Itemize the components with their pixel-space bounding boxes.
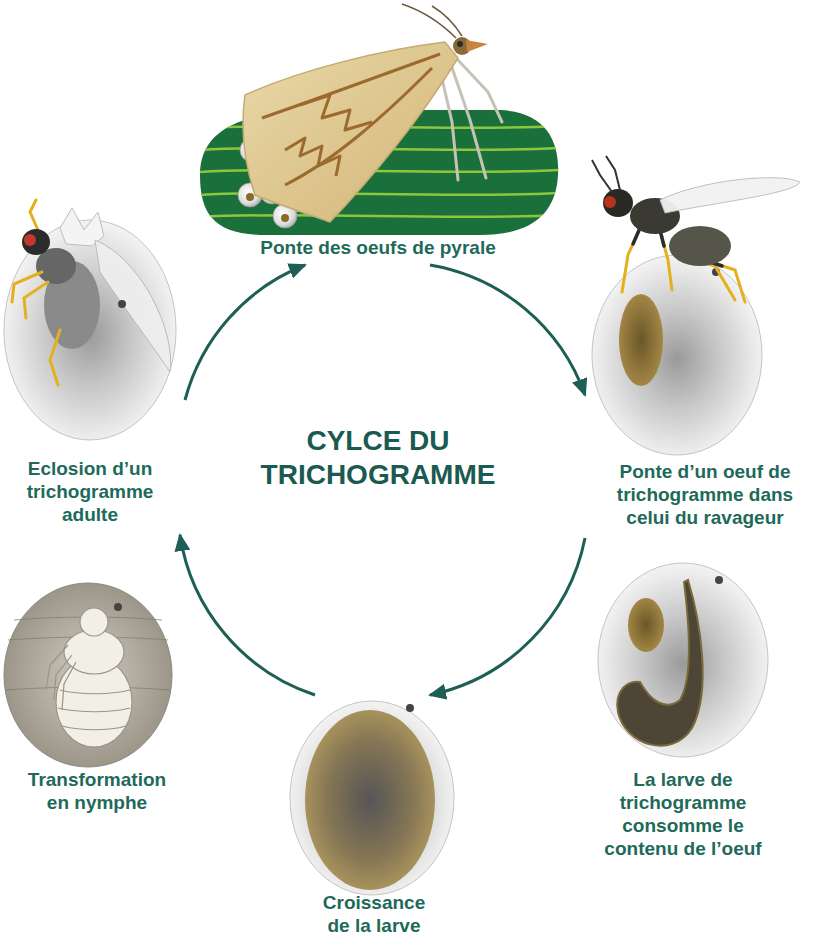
trichogramma-wasp-part: [660, 178, 800, 213]
parasitized-egg-part: [619, 294, 663, 386]
larva-egg-part: [628, 598, 664, 652]
moth-part: [440, 60, 502, 180]
moth-part-part: [458, 60, 502, 122]
pupa-egg-part: [46, 645, 130, 730]
stage-node: La larve de trichogramme consomme le con…: [585, 555, 805, 867]
moth: [243, 4, 502, 222]
moth-part-part: [285, 68, 432, 185]
emerging-adult-egg: [4, 200, 176, 440]
cycle-arrow: [430, 265, 585, 395]
trichogramma-wasp-part: [604, 196, 616, 208]
stage-label: Croissance de la larve: [304, 891, 444, 937]
parasitized-egg: [592, 255, 762, 455]
egg-cluster-part-part: [281, 214, 289, 222]
pupa-egg-part: [114, 603, 122, 611]
growing-larva-egg-part: [305, 710, 435, 890]
stage-label: Eclosion d’un trichogramme adulte: [5, 457, 175, 526]
larva-egg: [598, 563, 768, 757]
moth-part: [402, 4, 462, 38]
moth-part: [243, 42, 458, 222]
moth-part-part: [402, 4, 456, 38]
growing-larva-egg: [290, 701, 454, 895]
moth-part: [262, 54, 440, 185]
emerging-adult-egg-part: [4, 220, 176, 440]
title-box: CYLCE DU TRICHOGRAMME: [243, 424, 513, 492]
trichogramma-wasp-part-part: [606, 156, 620, 190]
pupa-egg-part-part: [60, 690, 130, 694]
pupa-egg-part-part: [62, 662, 76, 710]
pupa-egg-part: [4, 583, 172, 767]
pupa-egg-part-part: [62, 726, 126, 730]
stage-node: Ponte d’un oeuf de trichogramme dans cel…: [585, 170, 817, 538]
stage-label: Ponte d’un oeuf de trichogramme dans cel…: [593, 460, 817, 529]
cycle-arrow: [185, 265, 305, 400]
trichogramma-wasp-part: [592, 156, 620, 192]
cycle-arrow: [430, 538, 585, 695]
emerging-adult-egg-part: [24, 234, 36, 246]
pupa-egg-part-part: [58, 708, 130, 712]
emerging-adult-egg-part: [60, 208, 104, 246]
growing-larva-egg-part: [406, 704, 414, 712]
cycle-arrow: [180, 535, 315, 695]
moth-part-part: [300, 95, 372, 130]
trichogramma-wasp-part-part: [660, 230, 672, 290]
emerging-adult-egg-part-part: [24, 282, 48, 318]
larva-egg-part: [715, 576, 723, 584]
moth-part: [466, 40, 488, 52]
stage-node: Transformation en nymphe: [0, 580, 190, 820]
trichogramma-wasp-part-part: [633, 228, 640, 244]
emerging-adult-egg-part-part: [30, 200, 38, 230]
stage-node: Ponte des oeufs de pyrale: [195, 0, 565, 265]
stage-label: La larve de trichogramme consomme le con…: [587, 768, 779, 860]
stage-label: Ponte des oeufs de pyrale: [228, 236, 528, 259]
moth-part-part: [440, 70, 458, 180]
emerging-adult-egg-part: [95, 240, 171, 372]
stage-node: Croissance de la larve: [285, 695, 465, 945]
trichogramma-wasp-part: [603, 189, 633, 217]
larva-egg-part: [617, 580, 702, 746]
trichogramma-wasp: [592, 156, 800, 302]
moth-part: [457, 41, 463, 47]
diagram-title: CYLCE DU TRICHOGRAMME: [243, 424, 513, 492]
emerging-adult-egg-part: [118, 300, 126, 308]
emerging-adult-egg-part-part: [50, 330, 60, 385]
stage-node: Eclosion d’un trichogramme adulte: [0, 195, 185, 535]
leaf-part-part: [200, 215, 560, 217]
growing-larva-egg-part: [290, 701, 454, 895]
pupa-egg-part: [80, 608, 108, 636]
trichogramma-wasp-part-part: [622, 228, 640, 292]
parasitized-egg-part: [592, 255, 762, 455]
egg-cluster-part-part: [246, 193, 254, 201]
emerging-adult-egg-part: [12, 200, 60, 385]
stage-label: Transformation en nymphe: [22, 768, 172, 814]
moth-part-part: [432, 6, 462, 36]
trichogramma-wasp-part-part: [705, 260, 745, 302]
larva-egg-part: [598, 563, 768, 757]
trichogramma-wasp-part: [669, 226, 731, 266]
pupa-egg: [4, 583, 172, 767]
emerging-adult-egg-part: [22, 229, 50, 255]
trichogramma-wasp-part-part: [592, 160, 612, 192]
